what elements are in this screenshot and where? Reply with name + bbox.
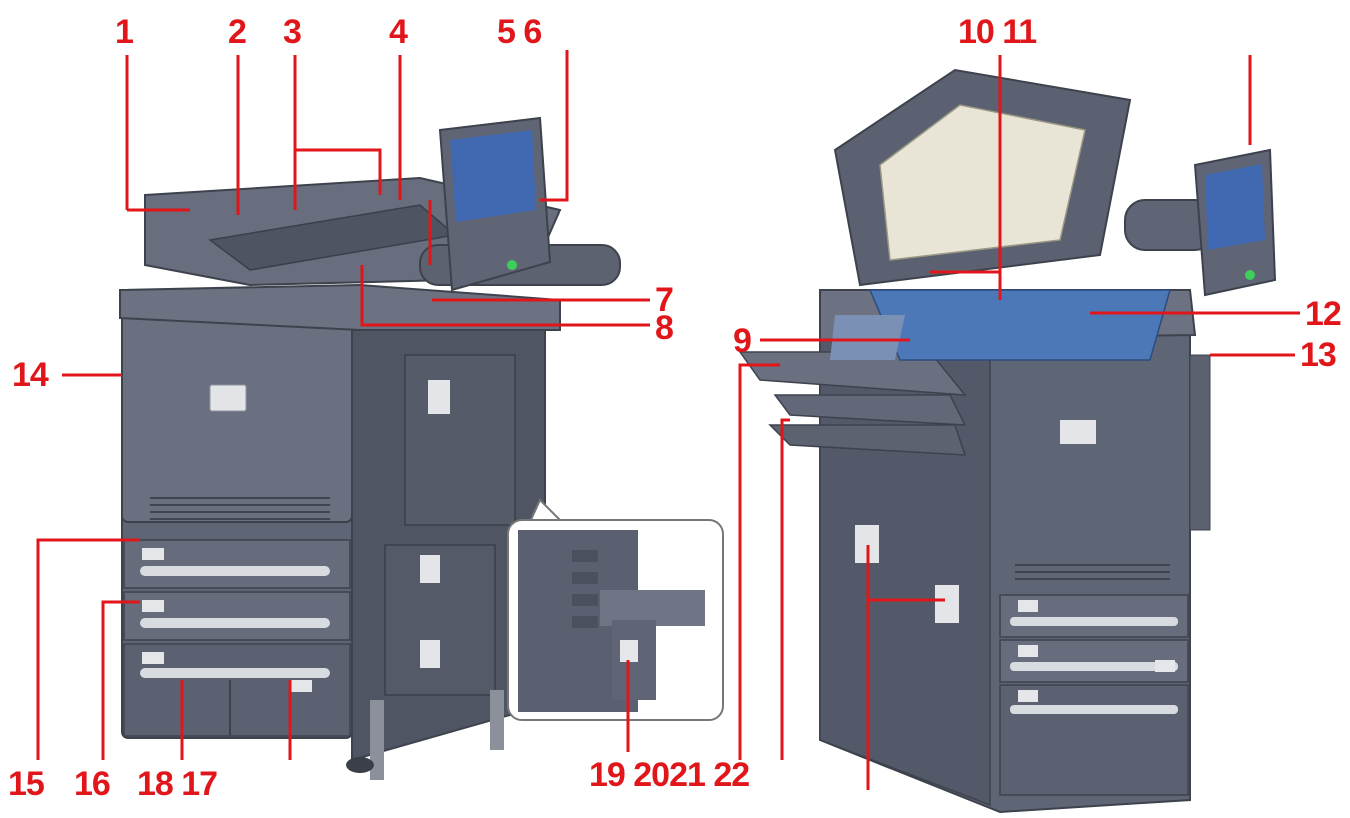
callout-18-17: 18 17: [137, 765, 218, 803]
callout-5-6: 5 6: [497, 13, 542, 51]
right-side-panel: [1189, 354, 1211, 531]
left-front-door-handle: [209, 384, 247, 412]
right-finisher-trays: [738, 351, 967, 456]
left-side-latch-1: [420, 555, 440, 583]
left-stabilizer-2: [490, 690, 504, 750]
leader-11-hidden: [1040, 55, 1255, 90]
right-touch-screen: [1205, 164, 1265, 250]
callout-9: 9: [733, 322, 752, 360]
right-machine: [738, 68, 1277, 814]
callout-10-11: 10 11: [958, 13, 1037, 51]
left-caster: [346, 757, 374, 773]
callout-3: 3: [283, 13, 302, 51]
left-front-panel: [121, 311, 353, 523]
left-power-led: [507, 260, 517, 270]
right-platen-glass: [868, 289, 1171, 361]
callout-1: 1: [115, 13, 134, 51]
callout-19-22: 19 2021 22: [589, 756, 750, 794]
left-side-handle: [428, 380, 450, 414]
inset-detail: [507, 498, 724, 721]
leader-10b: [930, 270, 1002, 300]
left-stabilizer-1: [370, 700, 384, 780]
left-machine: [119, 116, 621, 780]
callout-13: 13: [1300, 336, 1337, 374]
left-side-latch-2: [420, 640, 440, 668]
leader-3: [293, 55, 382, 195]
right-side-handle-2: [935, 585, 959, 623]
leader-22: [780, 418, 790, 760]
left-top-cover: [119, 283, 561, 331]
left-front-vent: [150, 497, 330, 520]
right-cassettes: [999, 594, 1189, 796]
left-cassettes: [123, 539, 351, 737]
leader-lines: [36, 50, 1300, 790]
right-slit-glass: [830, 315, 905, 360]
leader-5-6: [540, 50, 569, 202]
callout-8: 8: [655, 309, 674, 347]
left-side-access-panel: [404, 354, 516, 526]
callout-16: 16: [74, 765, 111, 803]
leader-8: [360, 265, 650, 327]
callout-4: 4: [389, 13, 408, 51]
right-front-handle: [1060, 420, 1096, 444]
callout-7: 7: [655, 281, 674, 319]
leader-15: [36, 538, 140, 760]
left-touch-screen: [450, 130, 536, 222]
callout-15: 15: [8, 765, 45, 803]
callout-12: 12: [1305, 295, 1342, 333]
callout-14: 14: [12, 356, 49, 394]
leader-16: [101, 600, 140, 760]
right-power-led: [1245, 270, 1255, 280]
right-dp-underside: [879, 104, 1086, 261]
right-front-vent: [1015, 564, 1170, 580]
callout-2: 2: [228, 13, 247, 51]
leader-21: [738, 363, 780, 760]
